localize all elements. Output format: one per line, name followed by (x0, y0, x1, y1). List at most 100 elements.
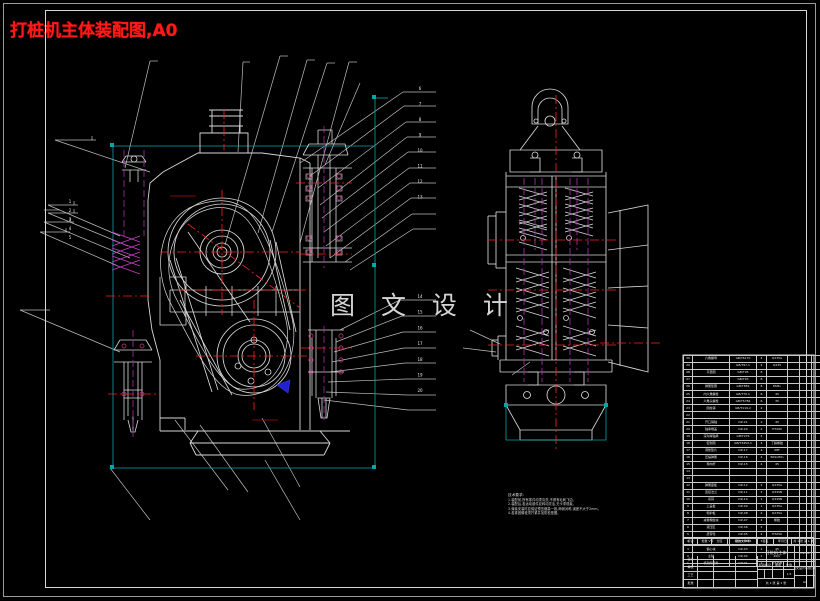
tb-extra-1 (736, 556, 758, 564)
bom-remark (811, 531, 820, 540)
side-view-centerlines (488, 95, 660, 450)
tb-sheet-label: 共 1 张 第 1 张 (792, 538, 815, 545)
tb-scale-value: 1:5 (784, 570, 795, 579)
bom-remark (811, 538, 820, 547)
tb-date-design[interactable] (714, 556, 736, 564)
bom-no: 16 (683, 453, 693, 462)
balloon-number: 2 (69, 208, 72, 213)
table-row[interactable]: 14 (683, 467, 820, 476)
bom-name: 液压缸 (692, 524, 730, 533)
selected-entity-highlight (276, 379, 291, 394)
bom-qty: 8 (756, 383, 767, 392)
tb-changeno-label: 更改文件号 (728, 538, 758, 545)
tb-sign-design[interactable] (698, 556, 714, 564)
bom-no: 23 (683, 404, 693, 413)
bom-code: DZ-12 (729, 481, 757, 490)
bom-code: DZ-17 (729, 446, 757, 455)
bom-remark (811, 545, 820, 554)
bolt-rings-lower (308, 333, 344, 375)
bom-total (799, 474, 812, 483)
tb-sign-label: 签名 (758, 538, 774, 545)
bom-remark (811, 495, 820, 504)
bom-qty: 8 (756, 369, 767, 378)
bom-name: 导向杆 (692, 460, 730, 469)
tb-sign-process[interactable] (698, 572, 714, 580)
bom-remark (811, 502, 820, 512)
bom-unit (787, 481, 800, 490)
bom-name: 开口销轴 (692, 418, 730, 427)
balloon-number: 11 (417, 164, 423, 169)
bom-name: 六角螺母 (692, 354, 730, 364)
bom-name: 减振橡胶块 (692, 517, 730, 526)
bom-qty: 2 (756, 481, 767, 490)
tb-date-approve[interactable] (714, 580, 736, 588)
bom-qty: 4 (756, 453, 767, 462)
tb-date-process[interactable] (714, 572, 736, 580)
bom-total (799, 460, 812, 469)
technical-requirements: 技术要求: 1.装配前,所有零件均须清洗,不得有毛刺飞边。 2.装配后,各运动部… (508, 493, 648, 516)
table-row[interactable]: 13 (683, 474, 820, 483)
bom-qty: 4 (756, 362, 767, 371)
bom-no: 13 (683, 474, 693, 483)
bom-material: Q345B (766, 488, 788, 497)
bom-no: 24 (683, 397, 693, 406)
balloon-number: 10 (417, 148, 423, 153)
bom-material: HT200 (766, 425, 788, 434)
bom-material: Q345B (766, 495, 788, 504)
tb-sign-review[interactable] (698, 564, 714, 572)
bom-total (799, 453, 812, 462)
side-view-construction (505, 405, 607, 441)
bom-code (729, 467, 757, 476)
bom-remark (811, 432, 820, 441)
bom-no: 29 (683, 362, 693, 371)
bom-code: DZ-07 (729, 517, 757, 526)
bom-no: 9 (683, 502, 693, 512)
tb-sign-approve[interactable] (698, 580, 714, 588)
side-view-springs (515, 187, 597, 357)
balloon-number: 17 (417, 341, 423, 346)
bom-unit (787, 354, 800, 364)
bom-qty (756, 411, 767, 420)
bom-total (799, 369, 812, 378)
bom-name (692, 376, 730, 385)
title-block[interactable]: 标记 处数 分区 更改文件号 签名 年月日 共 1 张 第 1 张 设计 审核 … (683, 537, 815, 588)
bom-unit (787, 439, 800, 448)
bom-name: 弹簧座板 (692, 481, 730, 490)
table-row[interactable]: 22 (683, 411, 820, 420)
tb-weight-value (773, 570, 784, 579)
tb-role-approve: 批准 (684, 580, 698, 588)
right-flange-upper (302, 129, 352, 263)
tb-stage-v1 (758, 570, 765, 579)
leader-lines-top (124, 55, 361, 246)
bom-material: 丁腈橡胶 (766, 439, 788, 448)
bom-name: 吊耳 (692, 495, 730, 504)
tb-date-review[interactable] (714, 564, 736, 572)
